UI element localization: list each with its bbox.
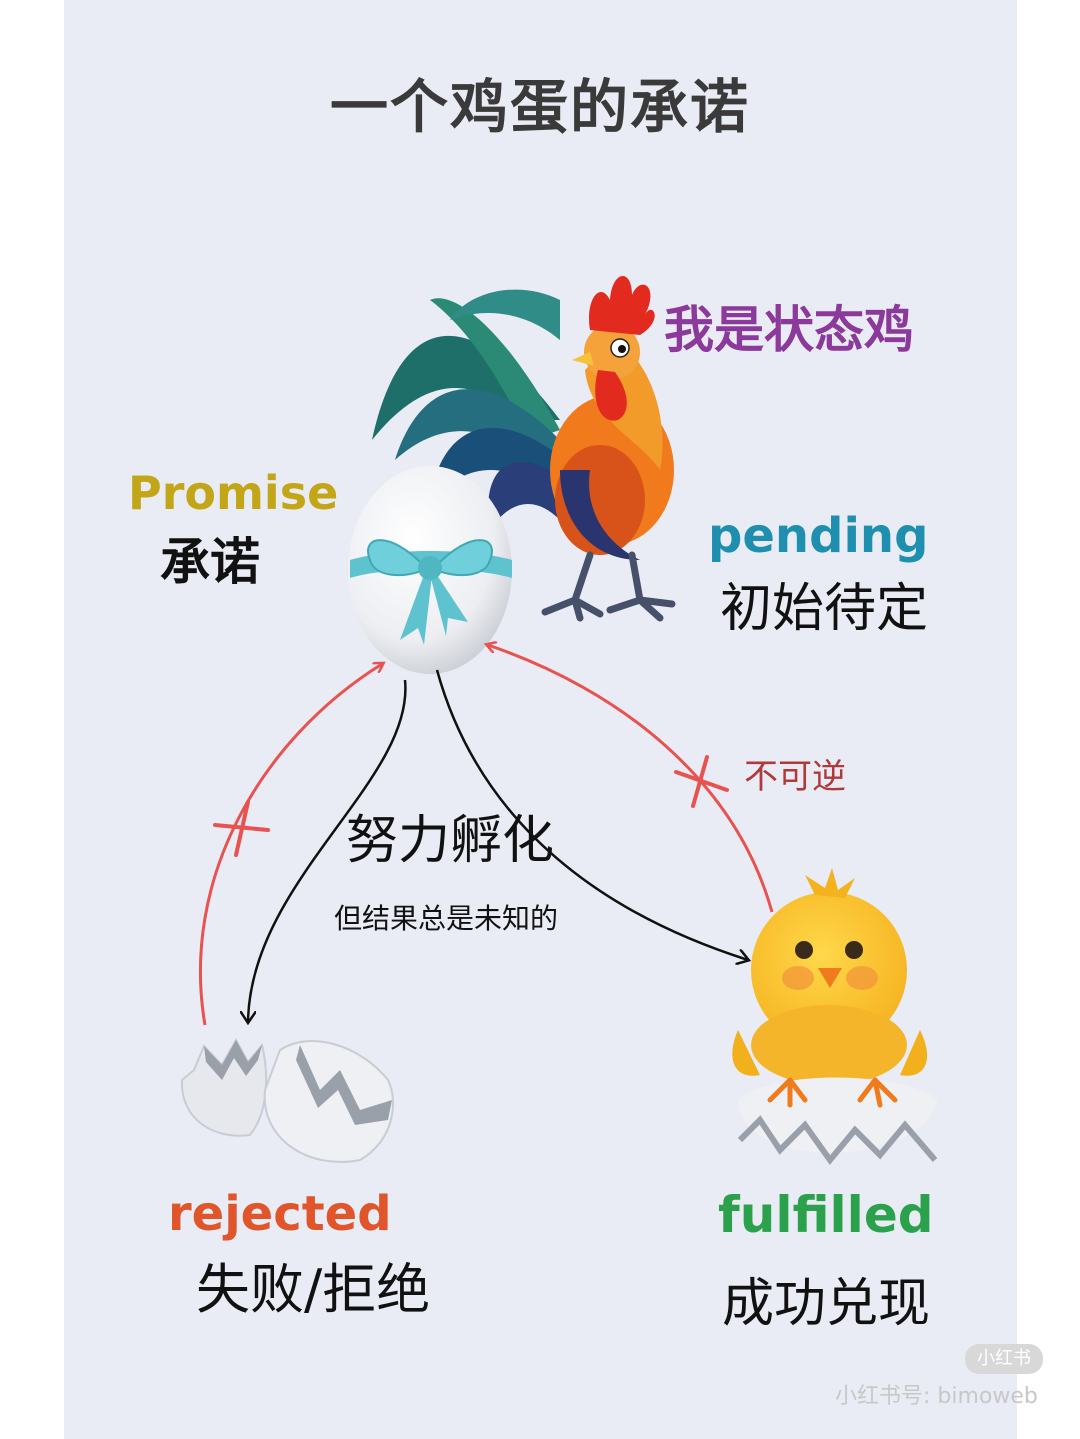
- promise-label-en: Promise: [128, 466, 339, 520]
- hatch-sub-label: 但结果总是未知的: [334, 902, 559, 935]
- watermark-text: 小红书号: bimoweb: [835, 1384, 1038, 1409]
- forbidden-cross-left: [213, 800, 270, 857]
- chick-icon: [732, 868, 938, 1165]
- irreversible-label: 不可逆: [744, 757, 846, 797]
- hatch-label: 努力孵化: [346, 811, 555, 871]
- rooster-label: 我是状态鸡: [664, 301, 914, 359]
- fulfilled-label-en: fulfilled: [718, 1186, 934, 1244]
- gift-egg-icon: [348, 466, 512, 674]
- arrow-promise-to-fulfilled: [435, 669, 748, 960]
- pending-label-en: pending: [708, 508, 929, 564]
- fulfilled-label-cn: 成功兑现: [722, 1274, 931, 1334]
- rejected-label-en: rejected: [168, 1186, 392, 1242]
- forbidden-arrow-fulfilled-to-promise: [488, 645, 774, 913]
- forbidden-arrow-rejected-to-promise: [198, 664, 382, 1026]
- arrow-promise-to-rejected: [248, 679, 407, 1022]
- watermark-badge: 小红书: [965, 1344, 1043, 1374]
- broken-egg-icon: [180, 1037, 394, 1163]
- forbidden-cross-right: [674, 755, 729, 808]
- background-panel: [64, 0, 1017, 1439]
- promise-label-cn: 承诺: [160, 533, 260, 591]
- rooster-icon: [372, 276, 676, 622]
- pending-label-cn: 初始待定: [720, 579, 929, 639]
- rejected-label-cn: 失败/拒绝: [196, 1258, 431, 1321]
- page-title: 一个鸡蛋的承诺: [330, 73, 751, 141]
